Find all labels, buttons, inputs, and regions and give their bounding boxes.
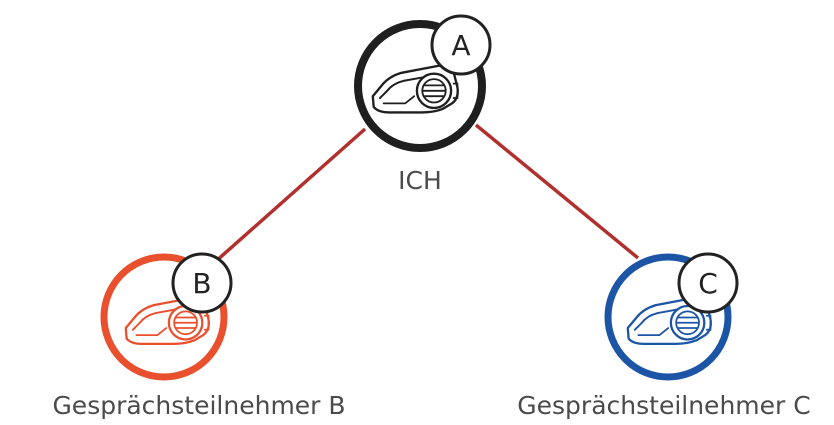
node-b-badge-letter: B [192, 267, 211, 300]
node-a-badge [430, 14, 492, 76]
node-b-badge [171, 252, 233, 314]
link-a-to-c [474, 123, 640, 260]
link-a-to-b [213, 127, 367, 264]
node-c: C [604, 252, 739, 381]
node-b: B [100, 252, 233, 381]
node-b-label: Gesprächsteilnehmer B [52, 391, 346, 420]
node-c-badge [677, 252, 739, 314]
node-c-badge-letter: C [698, 267, 718, 300]
node-a-badge-letter: A [451, 29, 470, 62]
node-a-label: ICH [398, 166, 442, 195]
node-a: A [354, 14, 492, 152]
node-c-label: Gesprächsteilnehmer C [517, 391, 811, 420]
